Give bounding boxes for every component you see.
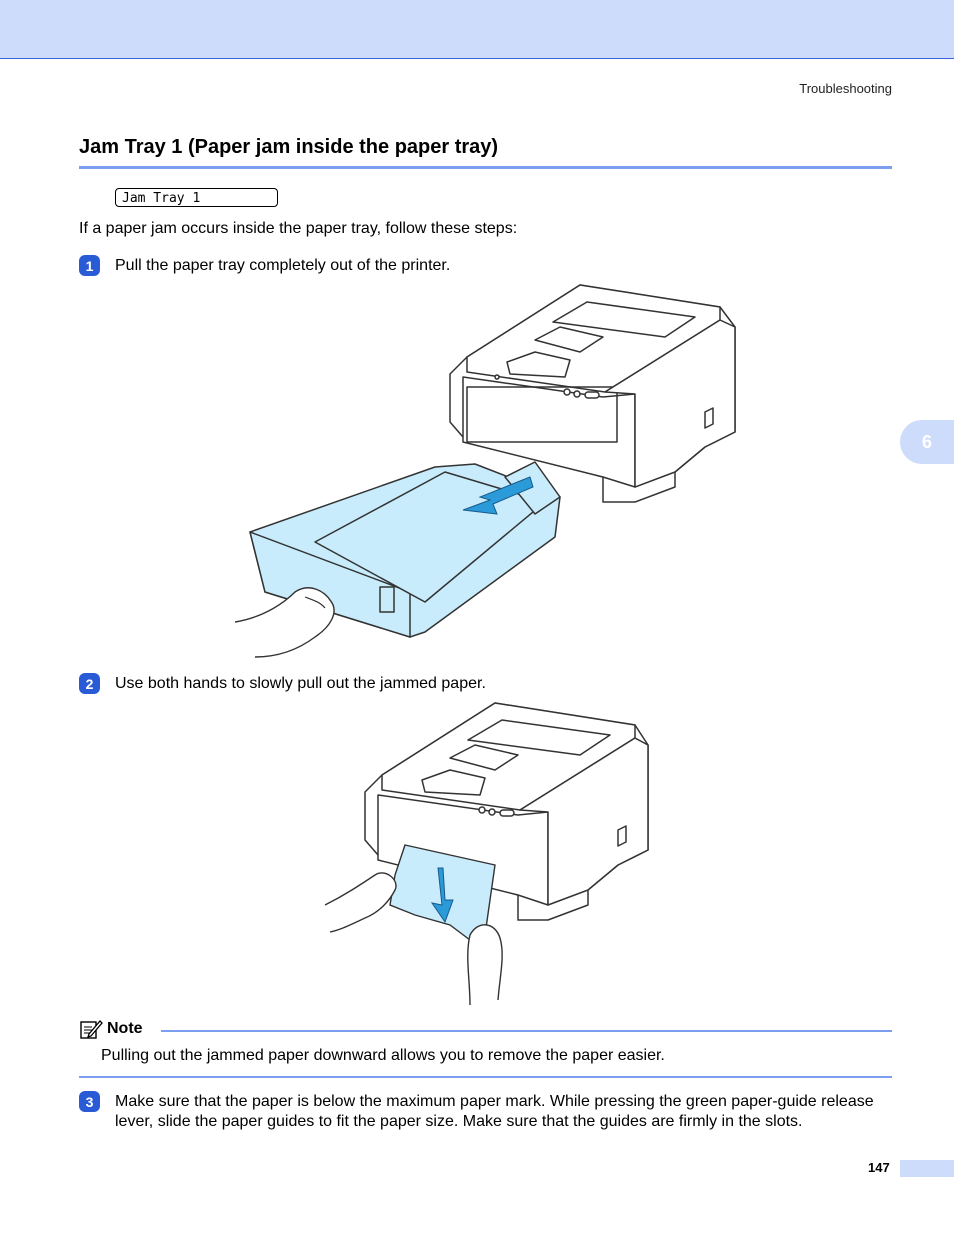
step-text-1: Pull the paper tray completely out of th… [115, 257, 451, 274]
page-number: 147 [868, 1160, 890, 1175]
section-label: Troubleshooting [799, 81, 892, 96]
note-label: Note [107, 1020, 143, 1037]
intro-text: If a paper jam occurs inside the paper t… [79, 220, 518, 237]
header-band [0, 0, 954, 59]
step-1: 1 Pull the paper tray completely out of … [79, 255, 451, 276]
jam-removal-illustration [324, 702, 649, 1006]
step-number-3: 3 [79, 1091, 100, 1112]
step-2: 2 Use both hands to slowly pull out the … [79, 673, 486, 694]
lcd-message: Jam Tray 1 [115, 188, 278, 207]
page-title: Jam Tray 1 (Paper jam inside the paper t… [79, 136, 499, 158]
chapter-tab: 6 [900, 420, 954, 464]
note-pencil-icon [80, 1020, 103, 1039]
step-number-1: 1 [79, 255, 100, 276]
note-block: Note [79, 1018, 892, 1040]
step-text-3: Make sure that the paper is below the ma… [115, 1093, 874, 1130]
note-end-rule [79, 1076, 892, 1078]
tray-removal-illustration [235, 284, 736, 658]
step-text-2: Use both hands to slowly pull out the ja… [115, 675, 486, 692]
step-3: 3 Make sure that the paper is below the … [79, 1091, 892, 1132]
page-number-bar [900, 1160, 954, 1177]
note-rule [160, 1030, 892, 1032]
step-number-2: 2 [79, 673, 100, 694]
note-text: Pulling out the jammed paper downward al… [101, 1047, 665, 1064]
title-rule [79, 166, 892, 169]
